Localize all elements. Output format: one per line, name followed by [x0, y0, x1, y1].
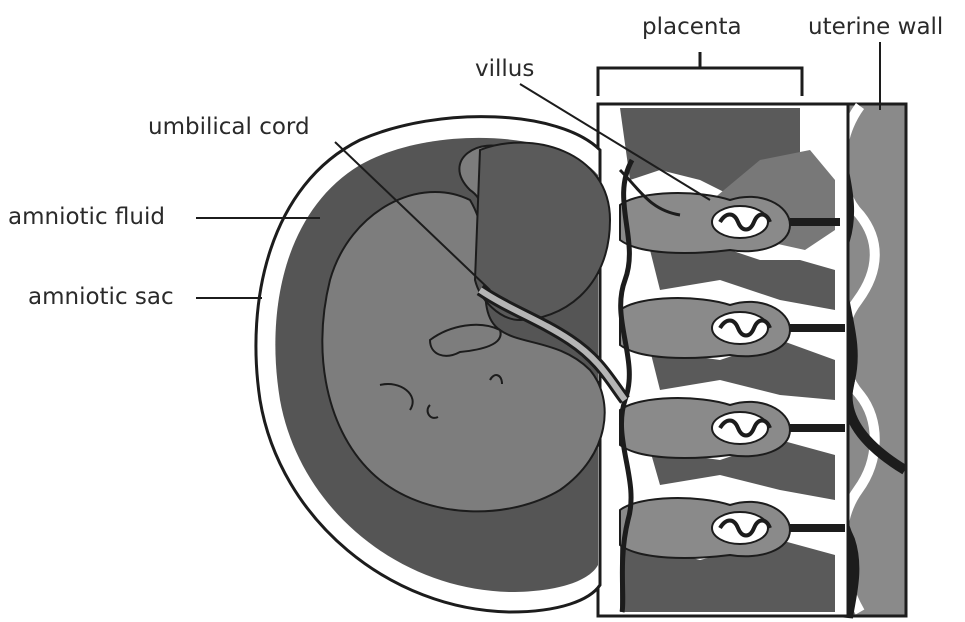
- uterine-wall-label: uterine wall: [808, 16, 943, 39]
- placenta: [598, 104, 848, 616]
- villus-1: [620, 193, 790, 253]
- villus-3: [620, 398, 790, 458]
- placenta-bracket: [598, 52, 802, 96]
- villus-label: villus: [475, 58, 534, 81]
- amniotic-fluid-label: amniotic fluid: [8, 206, 165, 229]
- amniotic-sac-label: amniotic sac: [28, 286, 174, 309]
- villus-2: [620, 298, 790, 358]
- villus-4: [620, 498, 790, 558]
- placenta-label: placenta: [642, 16, 742, 39]
- umbilical-cord-label: umbilical cord: [148, 116, 310, 139]
